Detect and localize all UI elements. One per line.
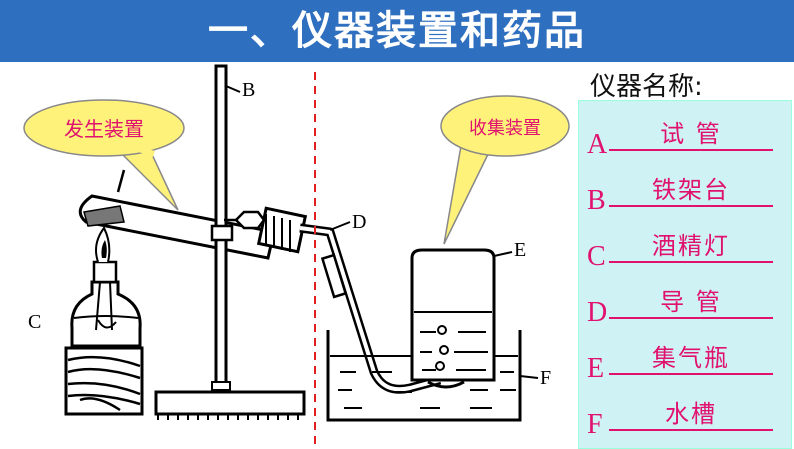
- row-name: 集气瓶: [652, 344, 730, 372]
- row-name: 酒精灯: [652, 232, 730, 260]
- answer-row-b: B 铁架台: [579, 163, 791, 219]
- label-e: E: [514, 239, 526, 261]
- row-letter: B: [587, 185, 606, 216]
- label-d: D: [352, 211, 366, 233]
- bubble-collection: [440, 95, 570, 245]
- bubble-collection-label: 收集装置: [469, 118, 541, 139]
- row-letter: A: [587, 129, 608, 160]
- row-name: 水槽: [665, 400, 717, 428]
- apparatus-diagram: 发生装置 收集装置 B C D E F: [23, 64, 570, 447]
- bubble-generation: [23, 99, 185, 211]
- label-c: C: [28, 311, 41, 333]
- label-f: F: [540, 367, 551, 389]
- answer-row-f: F 水槽: [579, 387, 791, 443]
- row-name: 导 管: [660, 288, 722, 316]
- row-letter: D: [587, 297, 608, 328]
- iron-stand: [154, 64, 306, 420]
- answer-row-d: D 导 管: [579, 275, 791, 331]
- label-b: B: [242, 79, 255, 101]
- answer-line: [609, 149, 773, 151]
- row-letter: E: [587, 353, 605, 384]
- test-tube: [78, 169, 308, 260]
- row-name: 试 管: [660, 120, 722, 148]
- panel-heading: 仪器名称:: [590, 72, 703, 102]
- answer-row-a: A 试 管: [579, 107, 791, 163]
- answer-line: [609, 317, 773, 319]
- answer-row-c: C 酒精灯: [579, 219, 791, 275]
- wooden-block: [64, 346, 144, 416]
- answer-line: [609, 205, 773, 207]
- alcohol-lamp: [70, 226, 142, 348]
- bubble-generation-label: 发生装置: [64, 117, 144, 141]
- row-letter: F: [587, 409, 603, 440]
- row-letter: C: [587, 241, 606, 272]
- answer-line: [609, 261, 773, 263]
- row-name: 铁架台: [652, 176, 730, 204]
- gas-collecting-jar: [410, 248, 513, 389]
- answer-line: [609, 429, 773, 431]
- title-bar: [0, 0, 794, 62]
- answer-row-e: E 集气瓶: [579, 331, 791, 387]
- apparatus-names-panel: A 试 管 B 铁架台 C 酒精灯 D 导 管 E 集气瓶 F 水槽: [578, 100, 792, 449]
- page-title: 一、仪器装置和药品: [208, 8, 586, 54]
- answer-line: [609, 373, 773, 375]
